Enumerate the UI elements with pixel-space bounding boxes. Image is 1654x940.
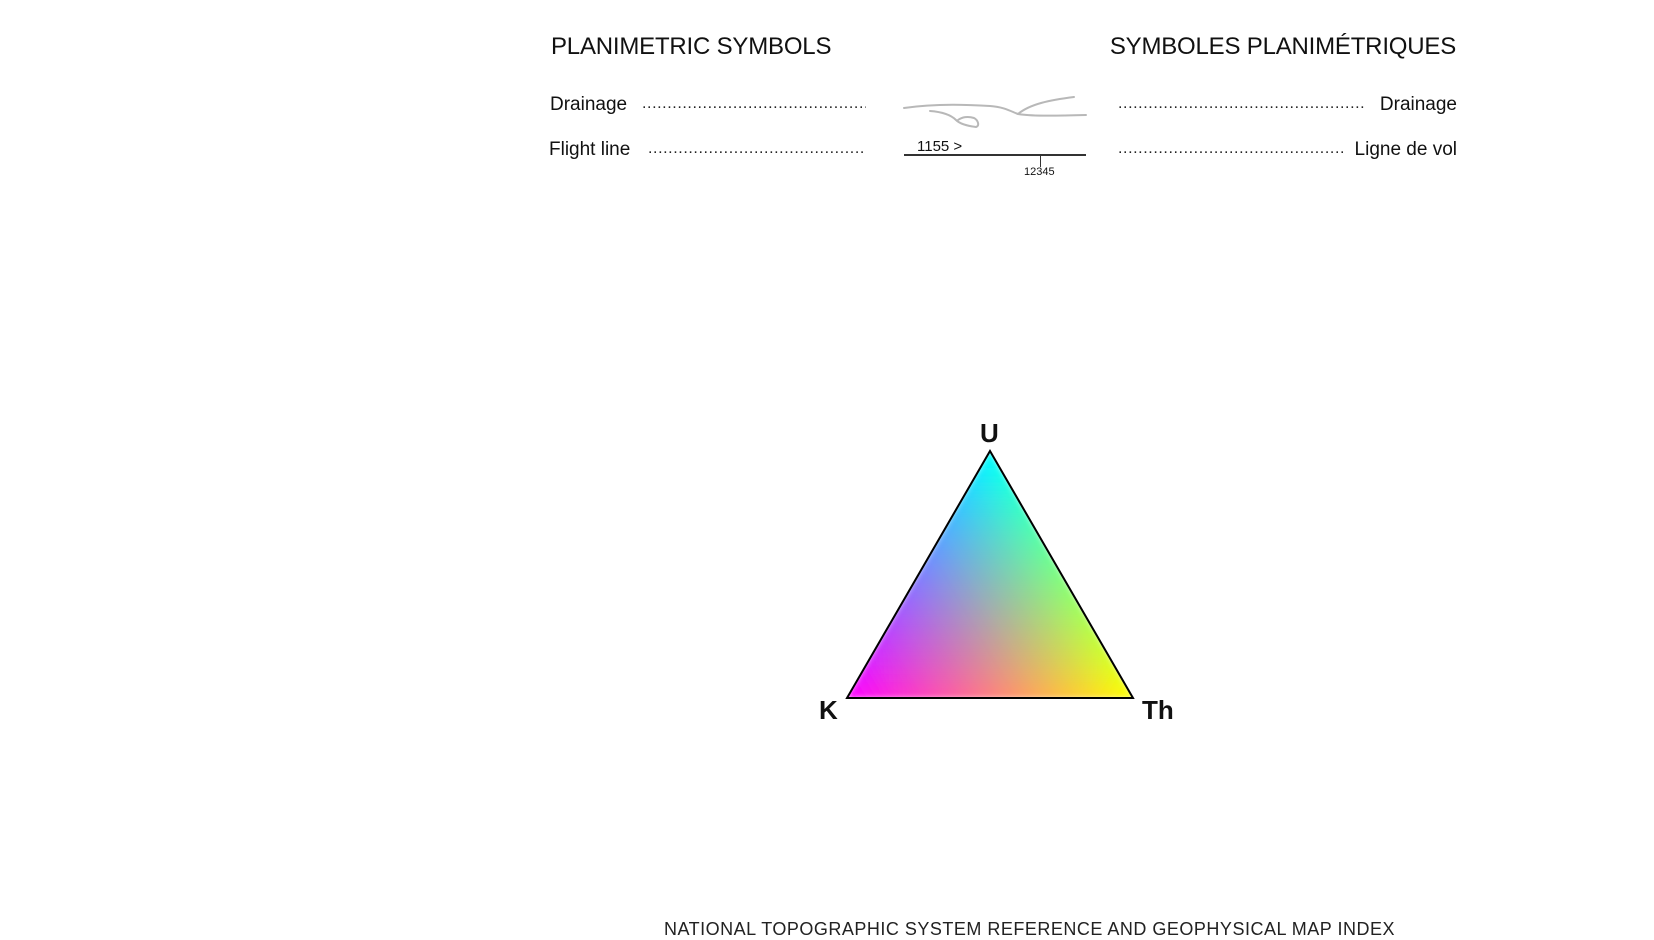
apex-label-thorium: Th: [1142, 695, 1174, 725]
apex-label-uranium: U: [980, 418, 999, 448]
apex-label-potassium: K: [819, 695, 838, 725]
flight-line-number: 1155 >: [917, 138, 963, 155]
flight-line-leader-dots-left: ........................................…: [648, 140, 866, 157]
drainage-main-line: [903, 103, 1087, 117]
ternary-color-field: [847, 451, 1133, 698]
flight-line-leader-dots-right: ........................................…: [1118, 140, 1344, 157]
legend-heading-french: SYMBOLES PLANIMÉTRIQUES: [1109, 33, 1456, 60]
legend-heading-english: PLANIMETRIC SYMBOLS: [551, 33, 832, 60]
footer-title: NATIONAL TOPOGRAPHIC SYSTEM REFERENCE AN…: [664, 919, 1395, 939]
fiducial-number: 12345: [1024, 166, 1055, 178]
fiducial-tick: [1040, 155, 1041, 167]
drainage-branch-right: [1017, 96, 1075, 115]
drainage-label-english: Drainage: [550, 94, 628, 115]
ternary-triangle: [845, 449, 1135, 699]
drainage-leader-dots-left: ........................................…: [642, 95, 866, 112]
drainage-symbol: [903, 96, 1087, 128]
drainage-branch-left: [929, 110, 980, 128]
flight-line-stroke: [904, 154, 1086, 156]
drainage-label-french: Drainage: [1379, 94, 1457, 115]
ternary-outline: [845, 449, 1135, 699]
flight-line-label-french: Ligne de vol: [1354, 139, 1457, 160]
flight-line-symbol: 1155 > 12345: [904, 136, 1088, 182]
drainage-leader-dots-right: ........................................…: [1118, 95, 1364, 112]
flight-line-label-english: Flight line: [549, 139, 631, 160]
